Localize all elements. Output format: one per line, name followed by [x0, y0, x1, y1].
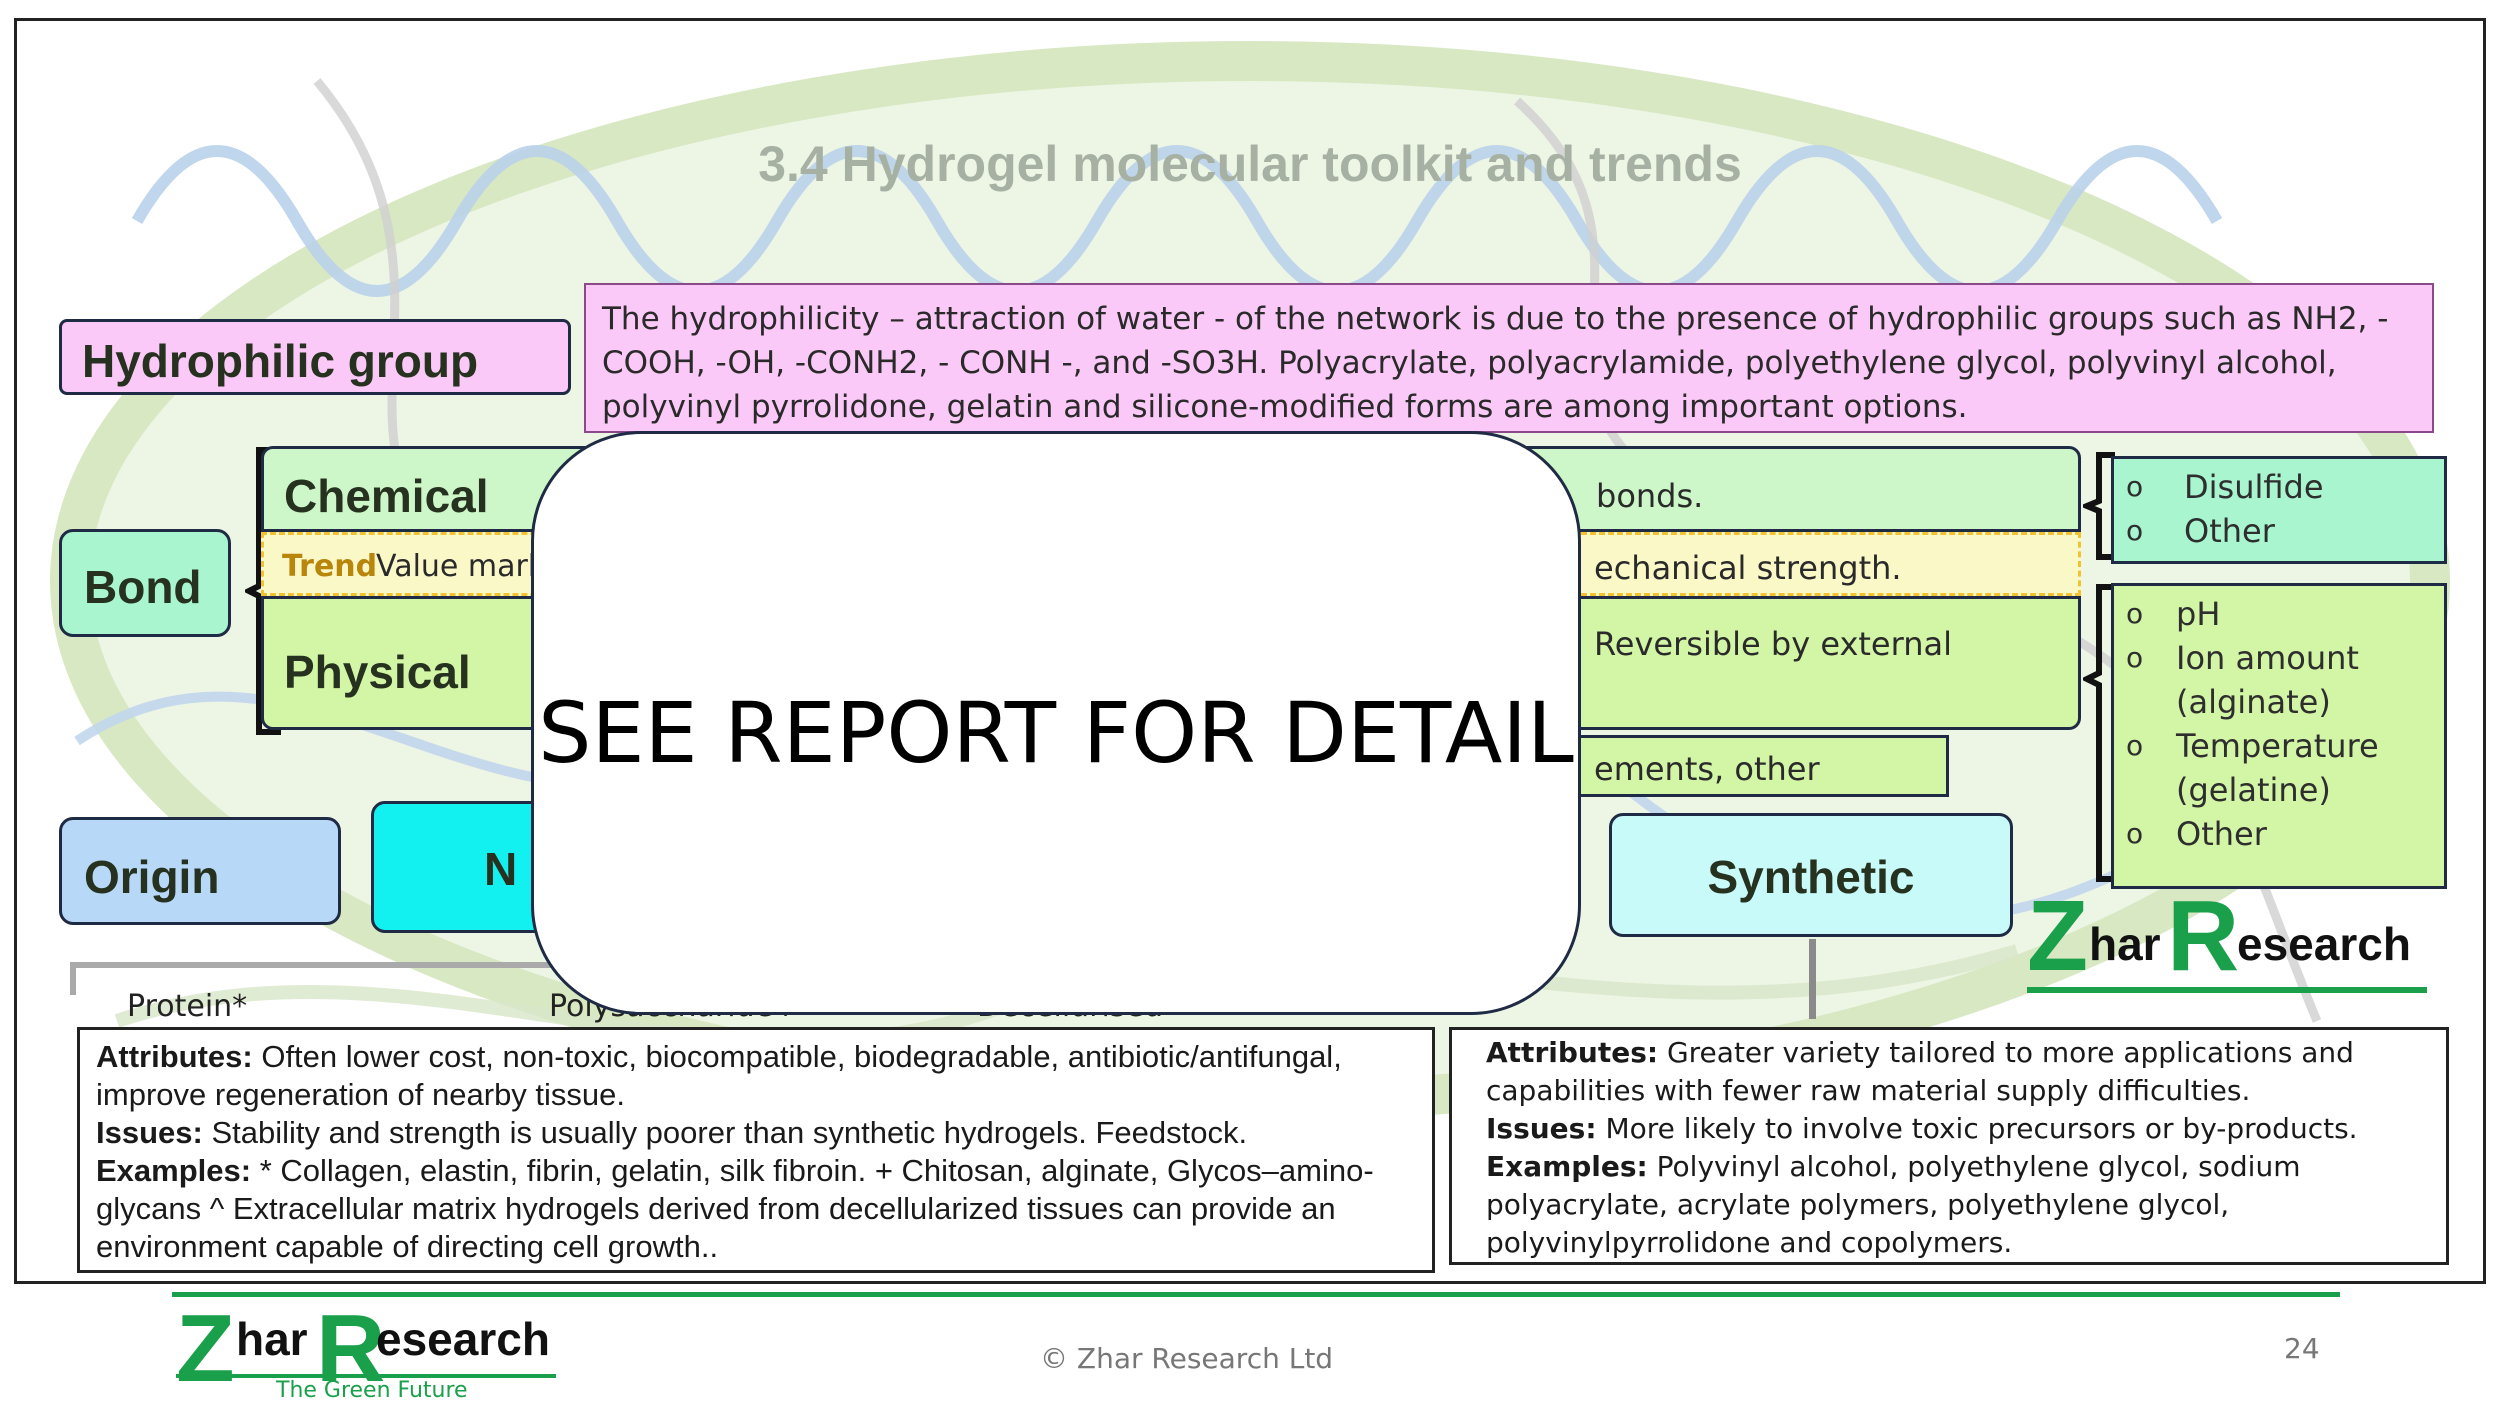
physical-options-bracket [2083, 584, 2115, 882]
synthetic-attributes-label: Attributes: [1486, 1036, 1659, 1069]
physical-text-fragment: Reversible by external [1594, 625, 1952, 663]
slide-logo-har: har [2089, 918, 2161, 970]
footer-logo: Z har R esearch The Green Future [176, 1295, 596, 1406]
physical-label: Physical [284, 646, 471, 698]
natural-label-fragment: N [484, 843, 518, 895]
see-report-text: SEE REPORT FOR DETAIL [538, 684, 1574, 782]
synthetic-attributes-text: Greater variety tailored to more applica… [1486, 1036, 2354, 1107]
natural-issues-label: Issues: [96, 1115, 203, 1150]
slide-title: 3.4 Hydrogel molecular toolkit and trend… [758, 136, 1742, 192]
elements-text-fragment: ements, other [1594, 750, 1820, 788]
synthetic-label: Synthetic [1707, 851, 1915, 903]
chemical-options-bracket [2083, 452, 2115, 560]
footer-logo-har: har [236, 1313, 308, 1365]
natural-examples-text: * Collagen, elastin, fibrin, gelatin, si… [96, 1153, 1374, 1264]
synthetic-issues-text: More likely to involve toxic precursors … [1596, 1112, 2358, 1145]
footer-green-rule [172, 1292, 2340, 1297]
physical-options-list: pH Ion amount (alginate) Temperature (ge… [2114, 592, 2444, 856]
footer-logo-underline [176, 1374, 556, 1378]
natural-info-box: Attributes: Often lower cost, non-toxic,… [77, 1027, 1435, 1273]
bond-label-box: Bond [59, 529, 231, 637]
origin-label-box: Origin [59, 817, 341, 925]
synthetic-examples-text: Polyvinyl alcohol, polyethylene glycol, … [1486, 1150, 2301, 1259]
slide-frame: 3.4 Hydrogel molecular toolkit and trend… [14, 18, 2486, 1284]
physical-option: pH [2114, 592, 2444, 636]
bond-bracket [245, 447, 281, 735]
chemical-options-list: Disulfide Other [2114, 465, 2444, 553]
hydrophilic-group-label-box: Hydrophilic group [59, 319, 571, 395]
natural-attributes-text: Often lower cost, non-toxic, biocompatib… [96, 1039, 1342, 1112]
physical-options-box: pH Ion amount (alginate) Temperature (ge… [2111, 583, 2447, 889]
natural-category-protein: Protein* [127, 989, 248, 1024]
elements-strip: ements, other [1557, 735, 1949, 797]
footer-logo-z: Z [176, 1295, 235, 1402]
hydrophilic-description: The hydrophilicity – attraction of water… [584, 283, 2434, 433]
physical-option: Ion amount (alginate) [2114, 636, 2444, 724]
slide-logo-esearch: esearch [2237, 918, 2411, 970]
natural-issues-text: Stability and strength is usually poorer… [202, 1115, 1248, 1150]
natural-examples-label: Examples: [96, 1153, 252, 1188]
chemical-text-fragment: bonds. [1596, 477, 1704, 515]
footer-tagline: The Green Future [276, 1378, 468, 1403]
synthetic-examples-label: Examples: [1486, 1150, 1648, 1183]
footer-logo-r: R [316, 1295, 386, 1402]
chemical-option: Disulfide [2114, 465, 2444, 509]
chemical-option: Other [2114, 509, 2444, 553]
trend-text-right: echanical strength. [1594, 549, 1902, 587]
physical-option: Temperature (gelatine) [2114, 724, 2444, 812]
slide-logo-r: R [2167, 880, 2240, 992]
synthetic-info-box: Attributes: Greater variety tailored to … [1449, 1027, 2449, 1265]
see-report-overlay: SEE REPORT FOR DETAIL [531, 431, 1581, 1015]
bond-label: Bond [84, 561, 202, 613]
chemical-options-box: Disulfide Other [2111, 456, 2447, 564]
slide-logo-underline [2027, 987, 2427, 993]
natural-attributes-label: Attributes: [96, 1039, 253, 1074]
chemical-label: Chemical [284, 470, 489, 522]
synthetic-issues-label: Issues: [1486, 1112, 1597, 1145]
synthetic-connector [1809, 939, 1816, 1019]
trend-label: Trend [282, 549, 378, 584]
footer-copyright: © Zhar Research Ltd [1040, 1342, 1334, 1375]
slide-logo: Z har R esearch [2027, 880, 2447, 997]
synthetic-label-box: Synthetic [1609, 813, 2013, 937]
trend-text-left: Value mark [376, 549, 546, 584]
slide-logo-z: Z [2027, 880, 2089, 992]
footer-logo-esearch: esearch [376, 1313, 550, 1365]
hydrophilic-group-label: Hydrophilic group [82, 335, 479, 387]
origin-label: Origin [84, 851, 220, 903]
page-number: 24 [2284, 1332, 2320, 1365]
physical-option: Other [2114, 812, 2444, 856]
